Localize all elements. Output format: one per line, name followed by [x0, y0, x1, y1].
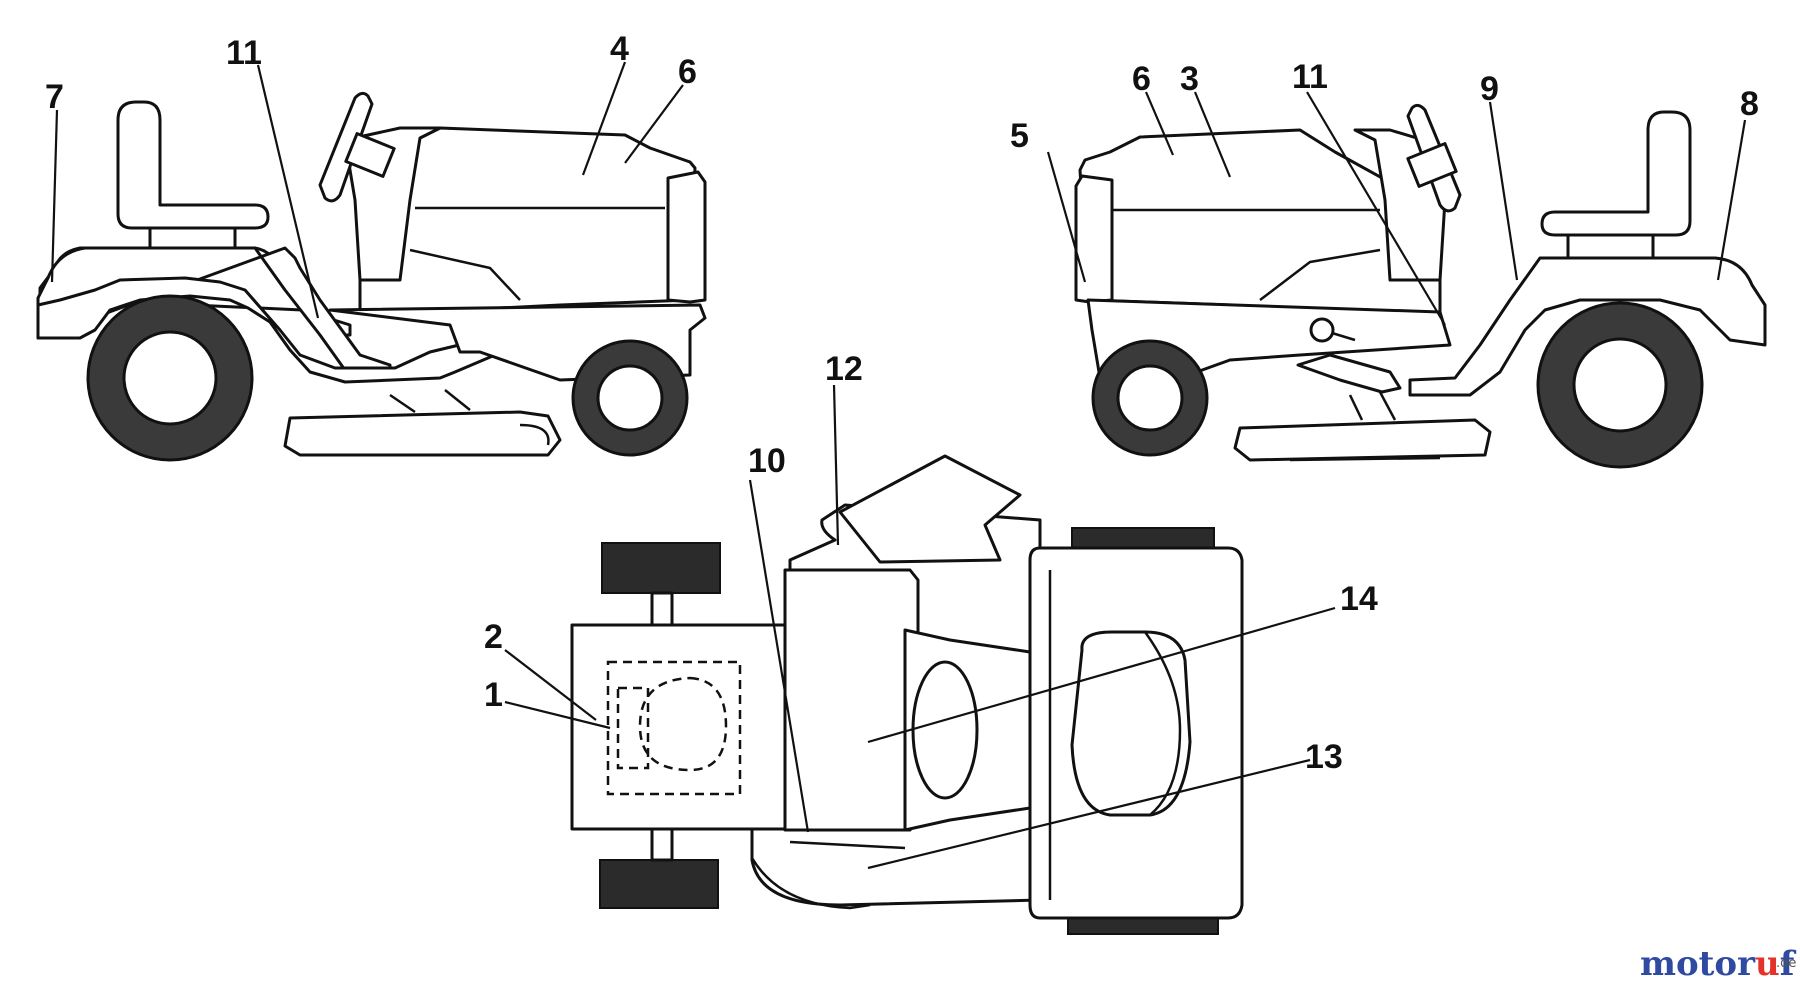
- watermark-logo: motoruf .de: [1640, 944, 1797, 984]
- leader-11-right: [1306, 91, 1446, 326]
- callout-6-right: 6: [1132, 60, 1151, 98]
- leader-6-right: [1144, 91, 1175, 156]
- mower-deck: [283, 410, 562, 457]
- callout-1: 1: [484, 676, 503, 714]
- rear-fender: [1408, 256, 1767, 397]
- leader-8: [1716, 119, 1747, 281]
- callout-4: 4: [610, 30, 629, 68]
- hood-crease: [1259, 248, 1381, 301]
- hood-crease: [409, 248, 521, 301]
- leader-7: [50, 109, 59, 283]
- leader-5: [1046, 151, 1087, 283]
- leader-3: [1193, 91, 1232, 178]
- callout-11-right: 11: [1292, 58, 1328, 96]
- callout-9: 9: [1480, 70, 1499, 108]
- mid-body-top: [783, 568, 920, 832]
- deck-skirt: [1289, 456, 1441, 462]
- discharge-chute: [838, 454, 1022, 564]
- deck-hanger: [389, 389, 471, 414]
- rear-wheel-bottom: [599, 859, 719, 909]
- seat-base: [1566, 233, 1655, 261]
- callout-8: 8: [1740, 85, 1759, 123]
- hood-bump: [1070, 630, 1192, 817]
- decal-area-2: [638, 676, 728, 772]
- leader-14: [867, 606, 1336, 744]
- callout-6-left: 6: [678, 53, 697, 91]
- front-rim: [1116, 364, 1184, 432]
- rear-rim: [122, 330, 218, 426]
- steering-column: [1406, 142, 1458, 188]
- callout-13: 13: [1305, 738, 1343, 776]
- steering-wheel-top: [911, 660, 979, 800]
- callout-10: 10: [748, 442, 786, 480]
- tractor-top-view: [570, 454, 1244, 935]
- watermark-suffix: .de: [1776, 956, 1796, 971]
- leader-10: [748, 479, 810, 833]
- steering-column: [344, 132, 396, 178]
- leader-1: [504, 700, 611, 730]
- deck-edge: [789, 840, 906, 850]
- leader-lines: [50, 61, 1747, 870]
- leader-2: [504, 649, 597, 721]
- leader-4: [581, 61, 627, 176]
- rear-wheel-top: [601, 542, 721, 594]
- leader-6-left: [624, 84, 684, 164]
- leader-11-left: [256, 64, 320, 319]
- seat: [116, 100, 270, 230]
- lever: [1331, 331, 1356, 342]
- leader-12: [832, 384, 840, 546]
- tractor-left-side-view: [36, 91, 707, 462]
- deck-lip: [750, 857, 871, 910]
- rear-axle-bottom: [650, 826, 674, 862]
- mower-deck: [1233, 418, 1492, 462]
- seat: [1540, 110, 1692, 237]
- callout-14: 14: [1340, 580, 1378, 618]
- decal-area-1: [606, 660, 742, 796]
- grille: [666, 170, 707, 304]
- pedal: [1296, 353, 1402, 394]
- callout-5: 5: [1010, 117, 1029, 155]
- rear-axle-top: [650, 591, 674, 630]
- decal-area-3: [616, 686, 650, 770]
- deck-chute: [519, 423, 550, 446]
- callout-3: 3: [1180, 60, 1199, 98]
- leader-13: [867, 758, 1311, 870]
- watermark-text: motoruf: [1640, 944, 1797, 984]
- grille: [1074, 174, 1114, 304]
- tractor-right-side-view: [1074, 103, 1767, 469]
- deck-hanger: [1348, 391, 1397, 421]
- steering-wheel: [318, 91, 374, 203]
- leader-9: [1488, 101, 1519, 281]
- front-rim: [596, 364, 664, 432]
- rear-rim: [1572, 337, 1668, 433]
- lever-knob: [1309, 317, 1335, 343]
- callout-7: 7: [45, 78, 64, 116]
- callout-11-left: 11: [226, 34, 262, 72]
- callout-12: 12: [825, 350, 863, 388]
- callout-numbers: 7 11 4 6 5 6 3 11 9 8 12 10 14 13 2 1: [45, 30, 1759, 776]
- callout-2: 2: [484, 618, 503, 656]
